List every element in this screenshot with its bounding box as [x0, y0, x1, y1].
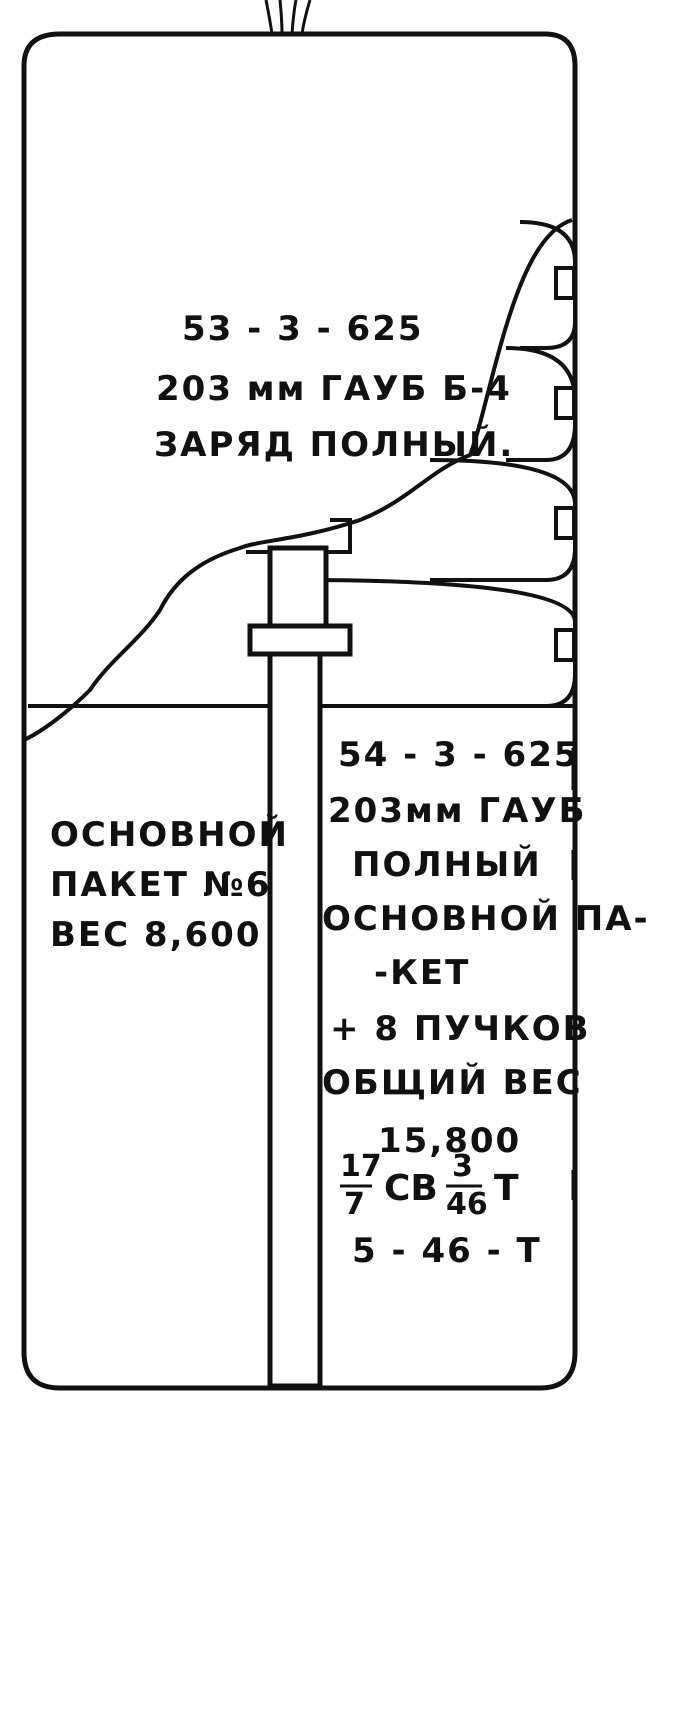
igniter-tuft	[264, 0, 312, 35]
fraction-row: 17 7 СВ 3 46 Т	[340, 1149, 519, 1222]
bundle-tab-4	[554, 628, 576, 662]
fraction2-denominator: 46	[446, 1187, 488, 1222]
right-label: 54 - 3 - 625 203мм ГАУБ ПОЛНЫЙ ОСНОВНОЙ …	[322, 735, 650, 1271]
fraction-middle-text: СВ	[384, 1168, 438, 1209]
left-label-line3: ВЕС 8,600	[50, 915, 261, 955]
bundle-tab-1	[554, 266, 576, 300]
rod-collar	[247, 623, 353, 657]
left-label-line1: ОСНОВНОЙ	[50, 814, 289, 855]
bundle-tab-2	[554, 386, 576, 420]
increment-bundle-4	[299, 578, 577, 708]
right-label-line1: 54 - 3 - 625	[338, 735, 580, 775]
fraction-tail-text: Т	[494, 1168, 519, 1209]
right-label-line7: ОБЩИЙ ВЕС	[322, 1062, 583, 1103]
right-label-line5: -КЕТ	[374, 953, 470, 993]
increment-bundle-3	[429, 458, 577, 582]
cutaway-tear-line	[23, 218, 573, 742]
fraction1-denominator: 7	[344, 1187, 365, 1222]
left-label-line2: ПАКЕТ №6	[50, 865, 271, 905]
right-label-line8: 15,800	[378, 1121, 521, 1161]
bundle-tabs	[554, 266, 576, 662]
bundle-tab-3	[554, 506, 576, 540]
rod-shaft	[267, 647, 323, 1389]
left-label: ОСНОВНОЙ ПАКЕТ №6 ВЕС 8,600	[50, 814, 289, 955]
right-label-line10: 5 - 46 - Т	[352, 1231, 542, 1271]
right-label-line3: ПОЛНЫЙ	[352, 844, 542, 885]
upper-label-line1: 53 - 3 - 625	[182, 309, 424, 349]
right-label-line6: + 8 ПУЧКОВ	[330, 1009, 591, 1049]
rod-cap	[267, 545, 329, 631]
fraction2-numerator: 3	[452, 1149, 473, 1184]
central-rod	[247, 545, 353, 1389]
upper-label-line2: 203 мм ГАУБ Б-4	[156, 369, 512, 409]
fraction1-numerator: 17	[340, 1149, 382, 1184]
right-label-line2: 203мм ГАУБ	[328, 791, 587, 831]
right-label-line4: ОСНОВНОЙ ПА-	[322, 898, 650, 939]
upper-label-line3: ЗАРЯД ПОЛНЫЙ.	[154, 424, 514, 465]
increment-bundles	[299, 220, 577, 708]
upper-label: 53 - 3 - 625 203 мм ГАУБ Б-4 ЗАРЯД ПОЛНЫ…	[154, 309, 514, 465]
